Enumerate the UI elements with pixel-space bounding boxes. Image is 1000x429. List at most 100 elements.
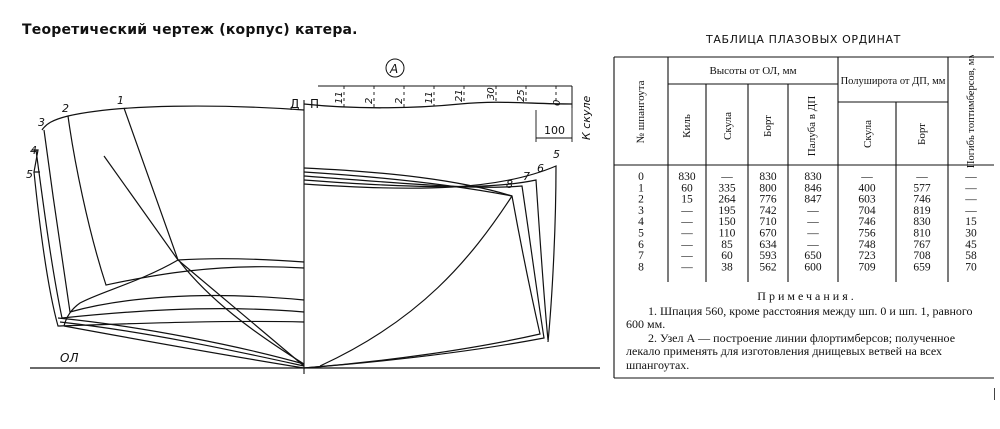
table-cell: 15	[681, 194, 693, 206]
table-cell: 70	[965, 261, 977, 273]
stern-bottom-3	[59, 321, 305, 367]
floor-offset-3: 2	[394, 98, 405, 104]
stern-station-num-3: 3	[38, 116, 45, 129]
table-cell: —	[680, 216, 693, 228]
stern-diag-3	[179, 261, 305, 365]
stern-small-edge	[32, 149, 40, 173]
table-cell: 819	[913, 205, 931, 217]
table-cell: 650	[804, 250, 822, 262]
floor-offset-1: 11	[334, 91, 345, 104]
table-cell: 830	[804, 171, 822, 183]
bow-station-num-5: 5	[553, 148, 560, 161]
stern-bottom-4	[57, 317, 305, 365]
note-2: 2. Узел А — построение линии флортимберс…	[626, 330, 956, 372]
bow-station-6	[303, 179, 549, 341]
floor-offset-8: 0	[552, 100, 563, 106]
table-cell: 708	[913, 250, 931, 262]
sheer-line	[41, 105, 305, 131]
table-cell: 38	[721, 261, 733, 273]
table-cell: 746	[913, 194, 931, 206]
hdr-chine: Скула	[722, 112, 734, 140]
stern-station-num-5: 5	[26, 168, 33, 181]
table-cell: 45	[965, 239, 977, 251]
table-cell: 0	[638, 171, 644, 183]
bow-station-5	[303, 165, 557, 343]
floor-offset-2: 2	[364, 98, 375, 104]
note-1: 1. Шпация 560, кроме расстояния между шп…	[626, 303, 973, 331]
table-cell: 562	[759, 261, 777, 273]
bow-station-7	[303, 175, 545, 369]
stern-station-num-2: 2	[62, 102, 69, 115]
hdr-keel: Киль	[681, 114, 693, 138]
table-cell: 830	[913, 216, 931, 228]
table-cell: 4	[638, 216, 644, 228]
table-cell: 3	[638, 205, 644, 217]
table-cell: 335	[718, 182, 736, 194]
node-a-profile	[303, 101, 573, 109]
table-cell: 7	[638, 250, 644, 262]
node-a-label: A	[389, 62, 398, 76]
hdr-half-board: Борт	[916, 123, 928, 145]
table-cell: 846	[804, 182, 822, 194]
table-cell: 85	[721, 239, 733, 251]
table-cell: 830	[759, 171, 777, 183]
stern-bottom-1	[177, 258, 305, 263]
stern-station-1	[63, 107, 179, 327]
table-cell: —	[806, 216, 819, 228]
table-cell: 810	[913, 228, 931, 240]
stern-station-2	[67, 115, 305, 286]
table-cell: —	[680, 261, 693, 273]
table-cell: 264	[718, 194, 736, 206]
floor-offset-6: 30	[486, 87, 497, 100]
table-cell: 800	[759, 182, 777, 194]
hdr-deck: Палуба в ДП	[806, 96, 818, 156]
body-plan-drawing: A ОЛ Д П К скуле 100 1 2 3 4 5 5 6 7 8 1…	[26, 58, 600, 374]
stern-diag-1	[103, 155, 179, 261]
bow-station-num-7: 7	[523, 170, 530, 183]
table-cell: —	[680, 228, 693, 240]
table-cell: 195	[718, 205, 736, 217]
node-a-circle	[385, 58, 405, 78]
stern-station-3	[43, 129, 305, 313]
stern-station-num-4: 4	[30, 144, 37, 157]
table-cell: 58	[965, 250, 977, 262]
table-cell: 577	[913, 182, 931, 194]
table-cell: 60	[681, 182, 693, 194]
table-cell: 1	[638, 182, 644, 194]
table-cell: 756	[858, 228, 876, 240]
table-cell: 847	[804, 194, 822, 206]
notes-block: Примечания. 1. Шпация 560, кроме расстоя…	[626, 289, 988, 372]
table-cell: 15	[965, 216, 977, 228]
bow-station-num-6: 6	[537, 162, 544, 175]
stern-station-num-1: 1	[117, 94, 124, 107]
table-cell: 709	[858, 261, 876, 273]
hdr-station: № шпангоута	[635, 80, 647, 143]
table-cell: 767	[913, 239, 931, 251]
table-cell: —	[964, 194, 977, 206]
table-cell: 634	[759, 239, 777, 251]
table-cell: 600	[804, 261, 822, 273]
bow-station-8	[303, 171, 541, 369]
hdr-heights-group: Высоты от ОЛ, мм	[709, 65, 796, 77]
table-cell: —	[964, 182, 977, 194]
table-cell: —	[680, 239, 693, 251]
table-cell: 2	[638, 194, 644, 206]
table-cell: 748	[858, 239, 876, 251]
floor-offset-4: 11	[424, 91, 435, 104]
table-cell: 593	[759, 250, 777, 262]
table-cell: —	[806, 239, 819, 251]
table-cell: 670	[759, 228, 777, 240]
bow-bottom	[319, 195, 513, 367]
table-cell: 710	[759, 216, 777, 228]
drawing-title: Теоретический чертеж (корпус) катера.	[22, 22, 358, 38]
floor-offset-7: 25	[516, 89, 527, 102]
table-cell: 659	[913, 261, 931, 273]
notes-heading: Примечания.	[757, 289, 857, 303]
table-cell: —	[860, 171, 873, 183]
table-cell: 400	[858, 182, 876, 194]
bow-chine-line	[303, 167, 513, 197]
label-ol: ОЛ	[60, 351, 78, 365]
table-cell: 110	[719, 228, 736, 240]
stern-diag-2	[177, 259, 305, 367]
dim-100-label: 100	[544, 124, 565, 137]
